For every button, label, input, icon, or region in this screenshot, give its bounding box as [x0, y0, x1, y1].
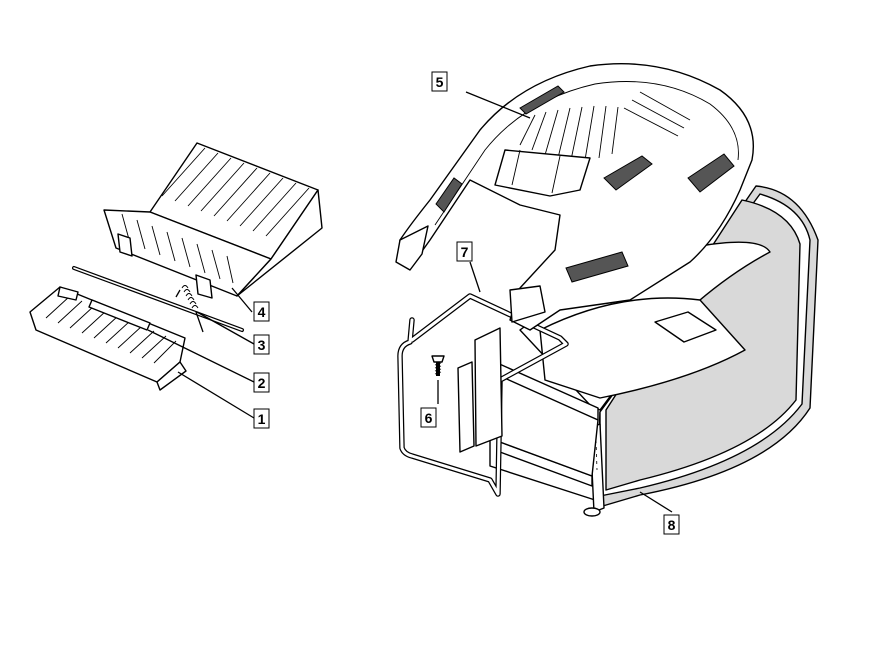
callout-7: 7: [456, 241, 473, 262]
callout-6: 6: [420, 407, 437, 428]
grass-bag-part: [489, 185, 819, 517]
callout-4-label: 4: [258, 304, 266, 320]
callout-5-label: 5: [436, 74, 444, 90]
flap-part: [29, 286, 187, 391]
callout-7-label: 7: [461, 244, 469, 260]
leader-lines-right: [437, 91, 673, 513]
callout-5: 5: [431, 71, 448, 92]
callout-8-label: 8: [668, 517, 676, 533]
callout-6-label: 6: [425, 410, 433, 426]
callout-4: 4: [253, 301, 270, 322]
callout-3: 3: [253, 334, 270, 355]
bag-handle-part: [397, 293, 569, 497]
screw-part: [431, 355, 445, 376]
callout-2-label: 2: [258, 375, 266, 391]
flap-cover-part: [103, 142, 323, 299]
leader-lines-left: [147, 287, 255, 419]
callout-2: 2: [253, 372, 270, 393]
callout-8: 8: [663, 514, 680, 535]
callout-1-label: 1: [258, 411, 266, 427]
callout-3-label: 3: [258, 337, 266, 353]
bag-top-cover-part: [395, 63, 754, 331]
torsion-spring-part: [175, 285, 204, 333]
callout-1: 1: [253, 408, 270, 429]
hinge-rod-part: [72, 266, 244, 332]
